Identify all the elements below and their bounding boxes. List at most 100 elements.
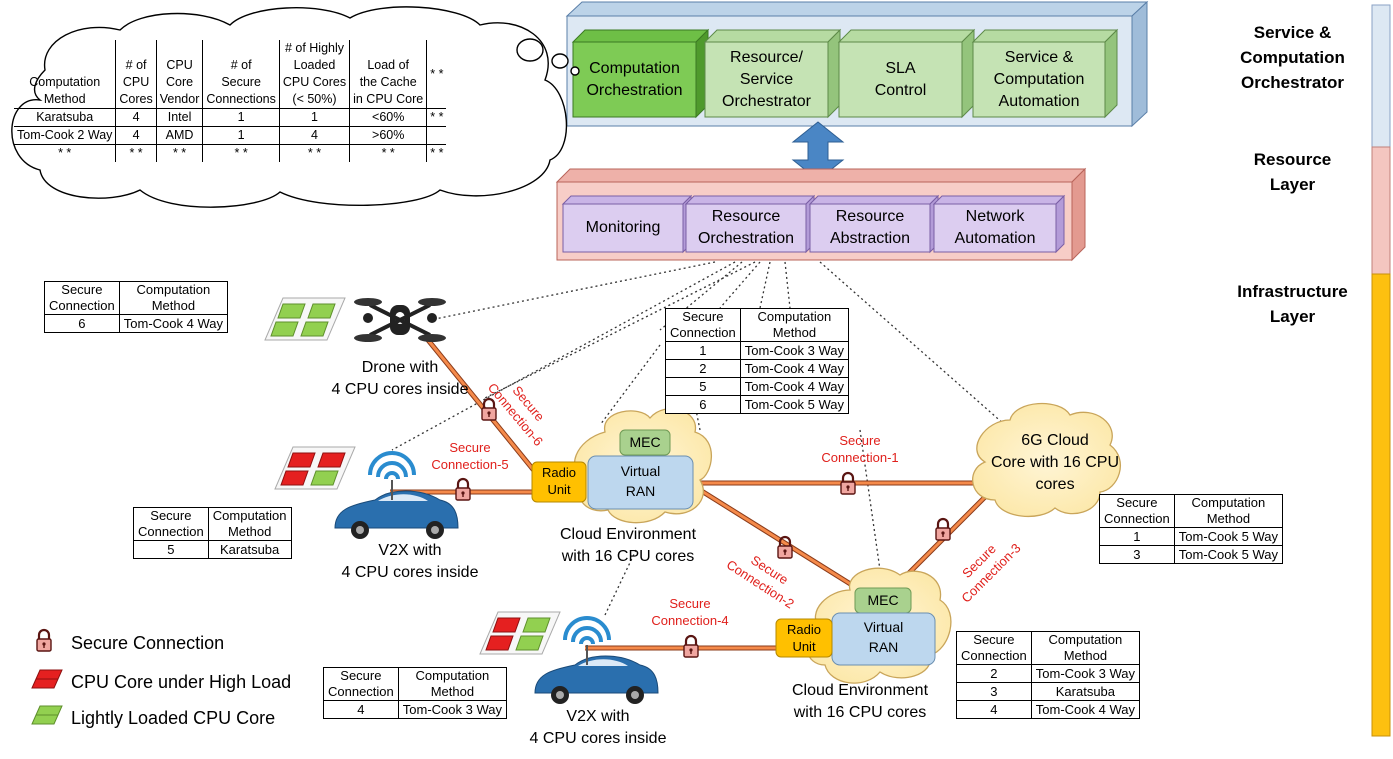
mec-box-top-shape — [619, 429, 671, 456]
sidebar-service-bar — [1371, 4, 1391, 148]
thought-cell: * * — [14, 144, 117, 162]
sidebar-infrastructure-bar — [1371, 273, 1391, 737]
computation-orchestration-box[interactable]: Computation Orchestration — [586, 59, 683, 99]
sla-control-box[interactable]: SLA Control — [874, 59, 927, 99]
drone-icon — [354, 298, 446, 342]
legend-red-chip-icon — [31, 669, 63, 689]
table-cell: 6 — [44, 314, 120, 333]
table-header: Computation Method — [207, 507, 292, 541]
table-cell: 5 — [665, 377, 741, 396]
sidebar-resource-bar — [1371, 146, 1391, 275]
table-header: Computation Method — [739, 308, 850, 342]
cloud-top-label: Cloud Environment with 16 CPU cores — [559, 526, 697, 565]
table-cell: Tom-Cook 5 Way — [739, 395, 850, 414]
legend-green-chip-icon — [31, 705, 63, 725]
table-header: Computation Method — [1173, 494, 1284, 528]
cloud-bottom-label: Cloud Environment with 16 CPU cores — [791, 682, 929, 721]
sidebar-title-resource: Resource Layer — [1253, 150, 1332, 194]
thought-cell: Tom-Cook 2 Way — [14, 126, 117, 145]
table-cell: Tom-Cook 4 Way — [739, 377, 850, 396]
legend-high-load: CPU Core under High Load — [71, 672, 292, 692]
table-cell: 6 — [665, 395, 741, 414]
radio-unit-bottom-label: Radio Unit — [787, 622, 821, 654]
table-cell: Tom-Cook 4 Way — [1030, 700, 1141, 719]
table-cell: 3 — [1099, 545, 1175, 564]
network-automation-box[interactable]: Network Automation — [954, 208, 1036, 247]
table-cell: 5 — [133, 540, 209, 559]
lock-icon-c1 — [839, 471, 857, 496]
resource-abstraction-box[interactable]: Resource Abstraction — [829, 208, 911, 247]
legend-secure-connection: Secure Connection — [71, 633, 225, 653]
thought-header: * * — [426, 40, 447, 109]
lock-icon-c3 — [934, 517, 952, 542]
sidebar-title-infrastructure: Infrastructure Layer — [1237, 282, 1348, 326]
table-header: Secure Connection — [133, 507, 209, 541]
lock-icon-c5 — [454, 477, 472, 502]
connection-1-label: Secure Connection-1 — [821, 433, 899, 465]
thought-cell: * * — [156, 144, 204, 162]
service-computation-automation-box[interactable]: Service & Computation Automation — [993, 48, 1085, 110]
radio-unit-top-shape — [531, 461, 587, 503]
thought-cell: Karatsuba — [14, 108, 117, 127]
thought-cell: * * — [349, 144, 428, 162]
car-bottom-icon — [534, 616, 659, 704]
thought-header: # of CPU Cores — [115, 40, 157, 109]
table-cell: Karatsuba — [1030, 682, 1141, 701]
thought-cell: 1 — [279, 108, 351, 127]
table-header: Computation Method — [1030, 631, 1141, 665]
orchestrator-box-shapes — [571, 28, 1119, 119]
thought-header: Computation Method — [14, 40, 117, 109]
resource-orchestration-box[interactable]: Resource Orchestration — [697, 208, 795, 247]
chip-drone-icon — [264, 297, 346, 341]
thought-cell: Intel — [156, 108, 204, 127]
table-cell: Tom-Cook 5 Way — [1173, 527, 1284, 546]
mec-top-label: MEC — [629, 434, 661, 450]
legend-lock-icon — [35, 628, 53, 653]
sidebar-title-service: Service & Computation Orchestrator — [1240, 23, 1345, 92]
thought-cell: * * — [430, 146, 444, 160]
thought-cell: 1 — [202, 108, 280, 127]
table-cell: Tom-Cook 3 Way — [739, 341, 850, 360]
thought-cell: * * — [115, 144, 157, 162]
sixg-cloud-shape — [972, 402, 1121, 518]
thought-cell: 4 — [115, 126, 157, 145]
lock-icon-c2 — [776, 535, 794, 560]
thought-cell: 4 — [279, 126, 351, 145]
radio-unit-top-label: Radio Unit — [542, 465, 576, 497]
thought-cell: 1 — [202, 126, 280, 145]
v2x-bottom-label: V2X with 4 CPU cores inside — [529, 708, 667, 747]
table-cell: 2 — [956, 664, 1032, 683]
table-header: Secure Connection — [1099, 494, 1175, 528]
drone-table: Secure Connection Computation Method 6 T… — [44, 281, 229, 333]
connection-4-label: Secure Connection-4 — [651, 596, 729, 628]
thought-cell: * * — [426, 108, 447, 127]
resource-service-orchestrator-box[interactable]: Resource/ Service Orchestrator — [722, 48, 811, 110]
radio-unit-bottom-shape — [775, 618, 833, 658]
table-header: Secure Connection — [665, 308, 741, 342]
monitoring-box[interactable]: Monitoring — [585, 219, 661, 236]
thought-cell: >60% — [349, 126, 428, 145]
table-cell: 4 — [956, 700, 1032, 719]
drone-label: Drone with 4 CPU cores inside — [331, 359, 469, 398]
table-cell: Karatsuba — [207, 540, 292, 559]
table-cell: 1 — [1099, 527, 1175, 546]
table-header: Computation Method — [397, 667, 508, 701]
connection-5-label: Secure Connection-5 — [431, 440, 509, 472]
chip-v2x-top-icon — [274, 446, 356, 490]
lock-icon-c4 — [682, 634, 700, 659]
car-top-icon — [334, 451, 459, 539]
table-header: Computation Method — [118, 281, 229, 315]
table-cell: Tom-Cook 5 Way — [1173, 545, 1284, 564]
table-header: Secure Connection — [323, 667, 399, 701]
resource-box-shapes — [561, 194, 1066, 254]
table-cell: Tom-Cook 4 Way — [739, 359, 850, 378]
table-header: Secure Connection — [956, 631, 1032, 665]
thought-header: # of Highly Loaded CPU Cores (< 50%) — [279, 40, 351, 109]
table-header: Secure Connection — [44, 281, 120, 315]
